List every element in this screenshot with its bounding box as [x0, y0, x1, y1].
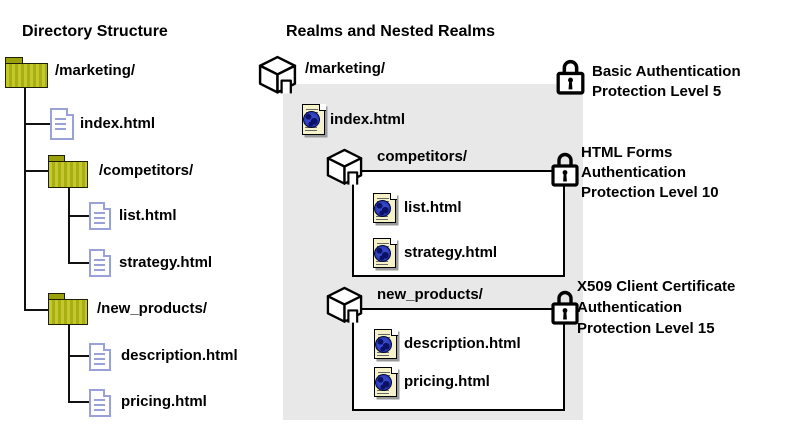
annotation-line: HTML Forms — [581, 144, 673, 161]
folder-icon-competitors — [48, 155, 88, 188]
tree-branch-index — [24, 123, 51, 125]
realm-label-marketing: /marketing/ — [305, 60, 386, 77]
tree-branch-new-products — [24, 309, 49, 311]
annotation-line: Protection Level 10 — [581, 184, 719, 201]
webpage-icon-list — [373, 192, 397, 223]
realm-file-strategy: strategy.html — [404, 244, 498, 261]
tree-label-new-products: /new_products/ — [97, 300, 208, 317]
globe-icon — [303, 111, 320, 128]
globe-icon — [374, 245, 391, 262]
realm-label-new-products: new_products/ — [377, 286, 483, 303]
tree-label-index: index.html — [80, 115, 156, 132]
realm-file-pricing: pricing.html — [404, 373, 490, 390]
webpage-icon-index — [302, 103, 326, 135]
directory-structure-heading: Directory Structure — [22, 23, 168, 40]
annotation-html-forms-auth: HTML Forms Authentication Protection Lev… — [581, 143, 719, 203]
webpage-icon-description — [374, 328, 398, 359]
realm-file-list: list.html — [404, 199, 462, 216]
webpage-icon-pricing — [374, 366, 398, 397]
realms-heading: Realms and Nested Realms — [286, 23, 495, 40]
tree-branch-strategy — [68, 262, 90, 264]
folder-icon-new-products — [48, 293, 88, 325]
globe-icon — [374, 200, 391, 217]
padlock-icon-competitors — [550, 150, 580, 188]
globe-icon — [375, 336, 392, 353]
tree-label-strategy: strategy.html — [119, 254, 213, 271]
annotation-x509-auth: X509 Client Certificate Authentication P… — [577, 276, 735, 339]
realm-file-description: description.html — [404, 335, 521, 352]
tree-branch-description — [68, 355, 90, 357]
file-icon-pricing — [89, 389, 111, 417]
file-icon-index — [50, 108, 74, 140]
padlock-icon-basic-auth — [555, 57, 586, 96]
tree-branch-competitors — [24, 170, 49, 172]
folder-icon-marketing — [5, 57, 48, 88]
file-icon-list — [89, 202, 111, 230]
home-icon-marketing — [257, 55, 298, 98]
tree-label-pricing: pricing.html — [121, 393, 207, 410]
file-icon-strategy — [89, 249, 111, 277]
webpage-icon-strategy — [373, 237, 397, 268]
tree-label-competitors: /competitors/ — [99, 162, 194, 179]
padlock-icon-new-products — [550, 288, 580, 326]
globe-icon — [375, 374, 392, 391]
home-icon-competitors — [325, 148, 364, 189]
tree-trunk-root — [24, 87, 26, 311]
annotation-line: Protection Level 15 — [577, 320, 715, 337]
annotation-line: Authentication — [581, 164, 686, 181]
annotation-line: X509 Client Certificate — [577, 278, 736, 295]
tree-label-marketing: /marketing/ — [55, 62, 136, 79]
realm-label-competitors: competitors/ — [377, 148, 468, 165]
file-icon-description — [89, 343, 111, 371]
tree-label-list: list.html — [119, 207, 177, 224]
realm-file-index: index.html — [330, 111, 406, 128]
tree-branch-pricing — [68, 401, 90, 403]
tree-branch-list — [68, 215, 90, 217]
annotation-basic-auth: Basic Authentication Protection Level 5 — [592, 62, 741, 102]
tree-label-description: description.html — [121, 347, 238, 364]
annotation-line: Authentication — [577, 299, 682, 316]
annotation-line: Basic Authentication — [592, 63, 741, 80]
home-icon-new-products — [325, 286, 364, 327]
annotation-line: Protection Level 5 — [592, 83, 722, 100]
tree-trunk-new-products — [68, 325, 70, 403]
tree-trunk-competitors — [68, 188, 70, 264]
